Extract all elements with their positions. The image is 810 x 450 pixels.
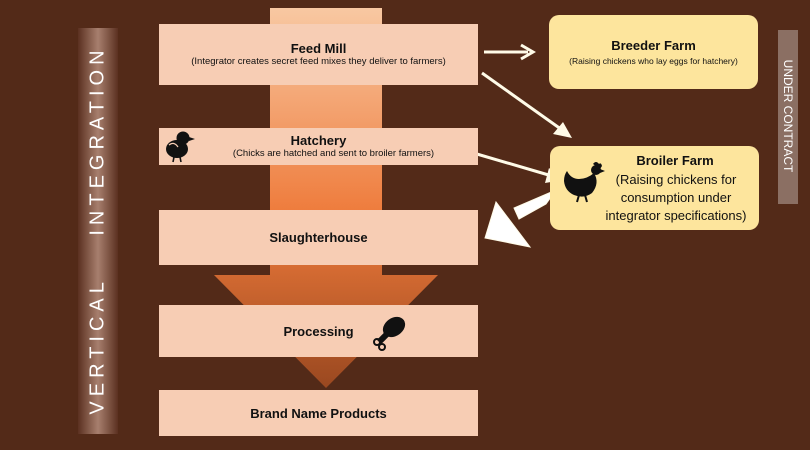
- vertical-integration-text: VERTICAL INTEGRATION: [86, 45, 109, 415]
- breeder-farm-title: Breeder Farm: [611, 37, 696, 53]
- feed-mill-box: Feed Mill (Integrator creates secret fee…: [159, 24, 478, 85]
- processing-box: Processing: [159, 305, 478, 357]
- brand-products-title: Brand Name Products: [250, 405, 387, 421]
- broiler-to-slaughterhouse-arrow: [513, 188, 558, 220]
- slaughterhouse-title: Slaughterhouse: [269, 230, 368, 245]
- hatchery-box: Hatchery (Chicks are hatched and sent to…: [159, 128, 478, 165]
- brand-products-box: Brand Name Products: [159, 390, 478, 436]
- under-contract-text: UNDER CONTRACT: [781, 59, 795, 173]
- processing-title: Processing: [283, 323, 354, 339]
- slaughterhouse-box: Slaughterhouse: [159, 210, 478, 265]
- hatchery-title: Hatchery: [290, 133, 347, 148]
- broiler-to-slaughterhouse-arrowhead: [484, 200, 532, 248]
- contract-label-bar: [778, 30, 798, 204]
- flow-arrow: [214, 8, 438, 388]
- broiler-farm-subtitle: (Raising chickens for consumption under …: [605, 172, 747, 223]
- feed-mill-subtitle: (Integrator creates secret feed mixes th…: [191, 56, 446, 67]
- broiler-farm-title: Broiler Farm: [636, 153, 714, 168]
- hatchery-subtitle: (Chicks are hatched and sent to broiler …: [232, 148, 435, 159]
- hen-icon: [564, 162, 605, 203]
- feed-mill-title: Feed Mill: [290, 41, 347, 56]
- breeder-farm-subtitle: (Raising chickens who lay eggs for hatch…: [569, 55, 738, 66]
- chick-icon: [166, 131, 195, 163]
- vertical-label-bar: [78, 28, 118, 434]
- breeder-farm-box: Breeder Farm (Raising chickens who lay e…: [549, 15, 758, 89]
- drumstick-icon: [373, 316, 406, 351]
